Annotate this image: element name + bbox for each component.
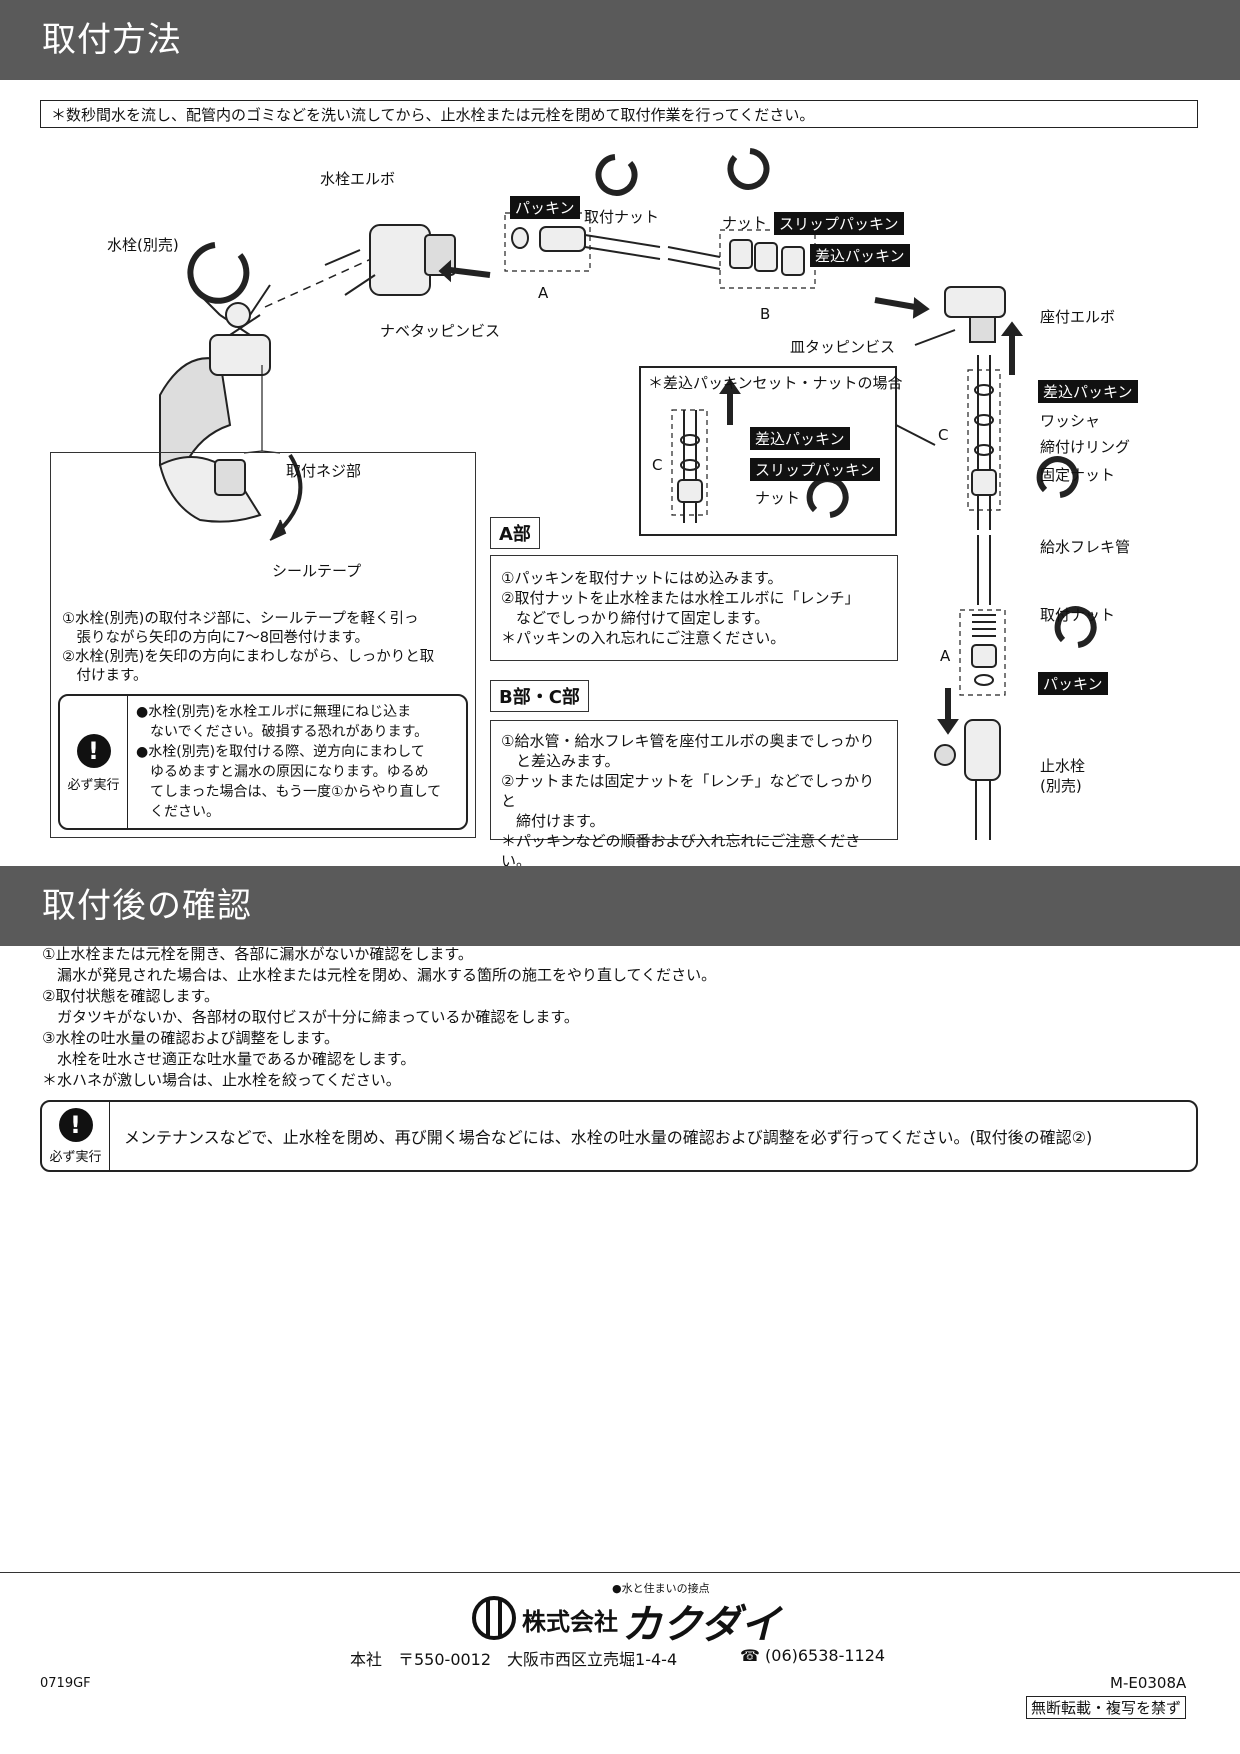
inset-tag-slip: スリップパッキン — [750, 458, 880, 481]
label-pan-screw: ナベタッピンビス — [380, 322, 501, 340]
tag-right-insert: 差込パッキン — [1038, 380, 1138, 403]
a-part-box: ①パッキンを取付ナットにはめ込みます。 ②取付ナットを止水栓または水栓エルボに「… — [490, 555, 898, 661]
faucet-warning: ! 必ず実行 ●水栓(別売)を水栓エルボに無理にねじ込ま ないでください。破損す… — [58, 694, 468, 830]
footer-phone: ☎ (06)6538-1124 — [740, 1646, 886, 1665]
exclamation-icon: ! — [76, 734, 111, 768]
label-nut: ナット — [722, 214, 768, 232]
bc-part-header: B部・C部 — [490, 680, 589, 712]
label-right-nut: 取付ナット — [1040, 606, 1116, 624]
tag-right-packing: パッキン — [1038, 672, 1108, 695]
label-mount-nut: 取付ナット — [584, 208, 660, 226]
kakudai-logo-icon — [472, 1596, 516, 1640]
label-a: A — [538, 284, 549, 302]
maintenance-warning: ! 必ず実行 メンテナンスなどで、止水栓を閉め、再び開く場合などには、水栓の吐水… — [40, 1100, 1198, 1172]
inset-title: ＊差込パッキンセット・ナットの場合 — [648, 374, 903, 392]
label-flex-pipe: 給水フレキ管 — [1040, 538, 1131, 556]
thread-steps: ①水栓(別売)の取付ネジ部に、シールテープを軽く引っ 張りながら矢印の方向に7～… — [62, 611, 435, 684]
section-title-installation: 取付方法 — [0, 0, 1240, 80]
faucet-drawing — [159, 242, 271, 466]
label-thread: 取付ネジ部 — [286, 462, 362, 480]
footer-address: 本社 〒550-0012 大阪市西区立売堀1-4-4 — [350, 1650, 678, 1669]
thread-detail-box — [50, 452, 476, 838]
label-stop-valve: 止水栓 — [1040, 757, 1086, 775]
label-faucet-elbow: 水栓エルボ — [320, 170, 396, 188]
bc-part-box: ①給水管・給水フレキ管を座付エルボの奥までしっかり と差込みます。 ②ナットまた… — [490, 720, 898, 870]
label-seal-tape: シールテープ — [272, 562, 362, 580]
label-right-a: A — [940, 647, 951, 665]
label-c: C — [938, 426, 949, 444]
exclamation-icon: ! — [58, 1108, 93, 1142]
section-title-check: 取付後の確認 — [0, 866, 1240, 946]
label-ring: 締付けリング — [1040, 438, 1131, 456]
inset-label-c: C — [652, 456, 663, 474]
tag-insert-packing: 差込パッキン — [810, 244, 910, 267]
inset-label-nut: ナット — [755, 489, 801, 507]
label-washer: ワッシャ — [1040, 412, 1101, 430]
maintenance-warning-text: メンテナンスなどで、止水栓を閉め、再び開く場合などには、水栓の吐水量の確認および… — [124, 1128, 1093, 1147]
label-fix-nut: 固定ナット — [1040, 466, 1116, 484]
footer-copyright: 無断転載・複写を禁ず — [1026, 1696, 1187, 1719]
footer-brand: カクダイ — [622, 1602, 781, 1648]
footer-tagline: ●水と住まいの接点 — [612, 1582, 710, 1595]
tag-slip-packing: スリップパッキン — [774, 212, 904, 235]
warn-label: 必ず実行 — [49, 1150, 102, 1165]
footer-doc-code: 0719GF — [40, 1676, 91, 1691]
elbow-drawing — [324, 224, 456, 296]
footer-model: M-E0308A — [1110, 1674, 1187, 1692]
top-note: ＊数秒間水を流し、配管内のゴミなどを洗い流してから、止水栓または元栓を閉めて取付… — [40, 100, 1198, 128]
footer-divider — [0, 1572, 1240, 1573]
footer-company: 株式会社 — [522, 1608, 618, 1636]
inset-tag-insert: 差込パッキン — [750, 427, 850, 450]
label-b: B — [760, 305, 771, 323]
check-list: ①止水栓または元栓を開き、各部に漏水がないか確認をします。 漏水が発見された場合… — [42, 945, 717, 1089]
label-seat-elbow: 座付エルボ — [1040, 308, 1116, 326]
warn-label: 必ず実行 — [67, 778, 120, 793]
a-part-header: A部 — [490, 517, 540, 549]
label-stop-valve-sold: (別売) — [1040, 777, 1082, 795]
label-faucet: 水栓(別売) — [107, 236, 179, 254]
label-dish-screw: 皿タッピンビス — [790, 338, 896, 356]
tag-packing: パッキン — [510, 196, 580, 219]
installation-diagram — [158, 148, 1097, 840]
